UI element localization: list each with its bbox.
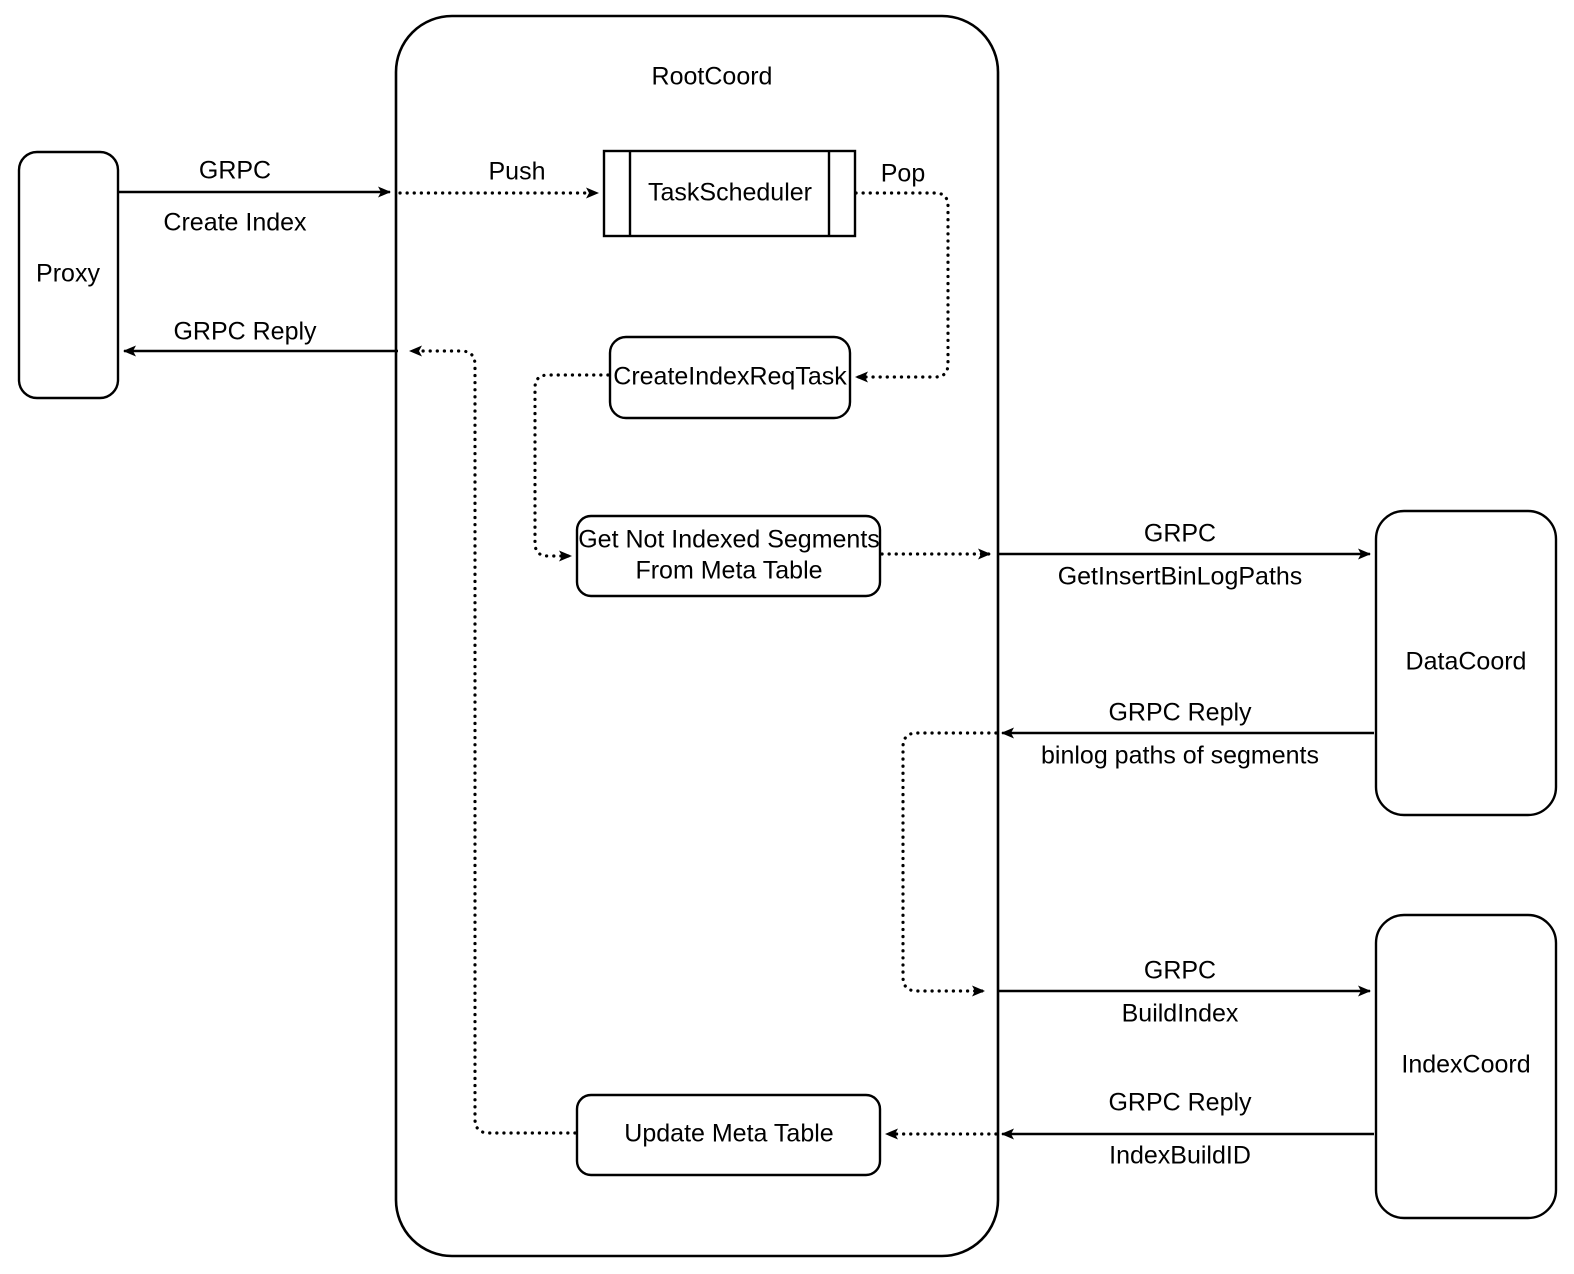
node-datacoord[interactable]: DataCoord — [1374, 509, 1558, 817]
edge-pop-label: Pop — [881, 160, 925, 188]
container-rootcoord: RootCoord — [394, 14, 1000, 1258]
edge-rootcoord-to-indexcoord: GRPC BuildIndex — [998, 957, 1371, 1028]
node-update-meta-table[interactable]: Update Meta Table — [575, 1093, 882, 1177]
edge-datacoord-to-rootcoord-label-top: GRPC Reply — [1108, 699, 1252, 727]
node-taskscheduler[interactable]: TaskScheduler — [602, 149, 857, 238]
edge-indexcoord-to-rootcoord: GRPC Reply IndexBuildID — [1001, 1089, 1374, 1170]
edge-createindexreqtask-to-getsegments — [533, 373, 610, 562]
taskscheduler-label: TaskScheduler — [648, 179, 812, 207]
taskscheduler-box[interactable] — [602, 149, 857, 238]
edge-datacoord-to-rootcoord: GRPC Reply binlog paths of segments — [1001, 699, 1374, 770]
update-meta-table-box[interactable] — [575, 1093, 882, 1177]
node-proxy[interactable]: Proxy — [17, 150, 120, 400]
edge-binlog-to-buildindex — [901, 731, 998, 997]
edge-proxy-to-rootcoord-label-top: GRPC — [199, 157, 271, 185]
indexcoord-box[interactable] — [1374, 913, 1558, 1220]
edge-datacoord-to-rootcoord-label-bottom: binlog paths of segments — [1041, 742, 1319, 770]
createindexreqtask-label: CreateIndexReqTask — [613, 363, 847, 391]
node-get-not-indexed-segments[interactable]: Get Not Indexed Segments From Meta Table — [575, 514, 882, 598]
edge-rootcoord-to-proxy-label: GRPC Reply — [173, 318, 317, 346]
update-meta-table-label: Update Meta Table — [624, 1120, 833, 1148]
datacoord-box[interactable] — [1374, 509, 1558, 817]
edge-proxy-to-rootcoord: GRPC Create Index — [118, 157, 391, 237]
edge-rootcoord-to-datacoord: GRPC GetInsertBinLogPaths — [998, 520, 1371, 591]
proxy-box[interactable] — [17, 150, 120, 400]
edge-push-to-taskscheduler: Push — [398, 158, 600, 199]
edge-updatemetatable-to-grpcreply — [408, 345, 577, 1135]
edge-pop-to-createindexreqtask: Pop — [854, 160, 950, 383]
edge-updatemetatable-to-grpcreply-path — [408, 345, 577, 1135]
edge-rootcoord-to-indexcoord-label-bottom: BuildIndex — [1122, 1000, 1239, 1028]
createindexreqtask-box[interactable] — [608, 335, 852, 420]
indexcoord-label: IndexCoord — [1401, 1051, 1530, 1079]
node-indexcoord[interactable]: IndexCoord — [1374, 913, 1558, 1220]
node-createindexreqtask[interactable]: CreateIndexReqTask — [608, 335, 852, 420]
edge-rootcoord-to-proxy: GRPC Reply — [123, 318, 398, 357]
edge-pop-path — [854, 191, 950, 383]
edge-rootcoord-to-datacoord-label-top: GRPC — [1144, 520, 1216, 548]
edge-proxy-to-rootcoord-label-bottom: Create Index — [163, 209, 307, 237]
rootcoord-boundary — [394, 14, 1000, 1258]
edge-rootcoord-to-indexcoord-label-top: GRPC — [1144, 957, 1216, 985]
edge-createindexreqtask-to-getsegments-path — [533, 373, 610, 562]
datacoord-label: DataCoord — [1406, 648, 1527, 676]
get-not-indexed-segments-label-line2: From Meta Table — [635, 557, 822, 585]
get-not-indexed-segments-box[interactable] — [575, 514, 882, 598]
edge-indexcoord-to-rootcoord-label-top: GRPC Reply — [1108, 1089, 1252, 1117]
proxy-label: Proxy — [36, 260, 100, 288]
rootcoord-title: RootCoord — [652, 63, 773, 91]
get-not-indexed-segments-label-line1: Get Not Indexed Segments — [578, 526, 880, 554]
edge-indexcoord-to-rootcoord-label-bottom: IndexBuildID — [1109, 1142, 1251, 1170]
edge-push-label: Push — [489, 158, 546, 186]
edge-rootcoord-to-datacoord-label-bottom: GetInsertBinLogPaths — [1058, 563, 1303, 591]
edge-binlog-to-buildindex-path — [901, 731, 998, 997]
